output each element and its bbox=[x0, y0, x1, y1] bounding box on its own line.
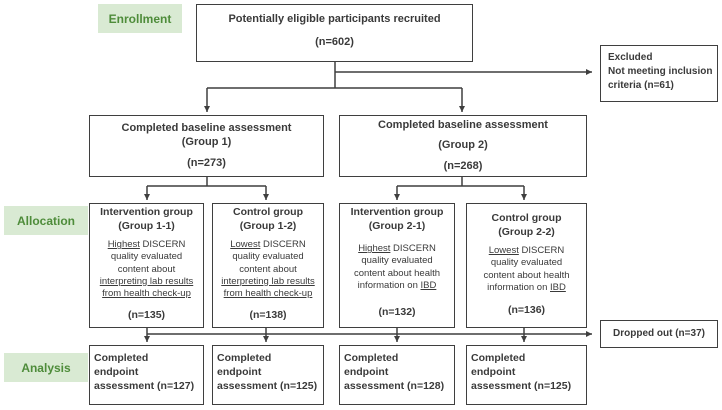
group-1-1-desc-5: from health check-up bbox=[102, 287, 191, 299]
recruited-box: Potentially eligible participants recrui… bbox=[196, 4, 473, 62]
group-2-1-desc-2: quality evaluated bbox=[361, 255, 433, 267]
group-2-2-sub: (Group 2-2) bbox=[498, 225, 555, 238]
completed-3-line-3: assessment (n=128) bbox=[344, 380, 445, 393]
group-1-1-desc-3: content about bbox=[117, 263, 176, 275]
group-2-1-desc-4: information on bbox=[357, 279, 421, 291]
excluded-line-2: Not meeting inclusion bbox=[608, 66, 713, 77]
group-2-1-n: (n=132) bbox=[378, 305, 416, 318]
stage-analysis: Analysis bbox=[4, 353, 88, 382]
group-1-2-n: (n=138) bbox=[249, 309, 287, 322]
group-2-2-ibd: IBD bbox=[550, 281, 566, 293]
group-2-2-desc-4: information on bbox=[487, 281, 550, 293]
completed-2-line-2: endpoint bbox=[217, 366, 262, 379]
group-2-1-desc-3: content about health bbox=[353, 267, 441, 279]
group-1-1-desc-2: quality evaluated bbox=[110, 251, 183, 263]
group2-box: Completed baseline assessment (Group 2) … bbox=[339, 115, 587, 177]
group2-n: (n=268) bbox=[443, 159, 483, 172]
group-2-2-quality-level: Lowest bbox=[488, 245, 519, 257]
group-1-1-discern: DISCERN bbox=[139, 239, 186, 251]
completed-2-line-3: assessment (n=125) bbox=[217, 380, 318, 393]
excluded-box: Excluded Not meeting inclusion criteria … bbox=[600, 45, 718, 102]
completed-2-line-1: Completed bbox=[217, 352, 272, 364]
excluded-line-3: criteria (n=61) bbox=[608, 80, 674, 91]
completed-box-1: Completed endpoint assessment (n=127) bbox=[89, 345, 204, 405]
completed-box-3: Completed endpoint assessment (n=128) bbox=[339, 345, 455, 405]
recruited-title: Potentially eligible participants recrui… bbox=[228, 13, 441, 25]
dropped-out-box: Dropped out (n=37) bbox=[600, 320, 718, 348]
group-1-2-quality-level: Lowest bbox=[230, 239, 261, 251]
completed-3-line-1: Completed bbox=[344, 352, 399, 364]
stage-enrollment: Enrollment bbox=[98, 4, 182, 33]
group-2-1-ibd: IBD bbox=[420, 279, 437, 291]
completed-4-line-2: endpoint bbox=[471, 366, 516, 379]
recruited-n: (n=602) bbox=[315, 36, 354, 49]
group-2-2-desc-2: quality evaluated bbox=[490, 257, 563, 269]
completed-1-line-3: assessment (n=127) bbox=[94, 380, 195, 393]
group-1-2-title: Control group bbox=[233, 206, 303, 218]
group2-line-2: (Group 2) bbox=[438, 139, 488, 152]
group-1-2-sub: (Group 1-2) bbox=[239, 219, 297, 232]
group-2-2-desc-3: content about health bbox=[483, 269, 570, 281]
group-2-1-box: Intervention group (Group 2-1) Highest D… bbox=[339, 203, 455, 328]
group-1-2-desc-4: interpreting lab results bbox=[221, 275, 315, 287]
group-1-2-desc-2: quality evaluated bbox=[232, 251, 304, 263]
group1-n: (n=273) bbox=[187, 156, 226, 169]
group-2-1-quality-level: Highest bbox=[358, 243, 391, 255]
group-1-2-box: Control group (Group 1-2) Lowest DISCERN… bbox=[212, 203, 324, 328]
completed-box-4: Completed endpoint assessment (n=125) bbox=[466, 345, 587, 405]
group-1-2-desc-3: content about bbox=[239, 263, 297, 275]
group1-line-2: (Group 1) bbox=[181, 136, 232, 149]
stage-allocation: Allocation bbox=[4, 206, 88, 235]
group2-line-1: Completed baseline assessment bbox=[378, 119, 548, 131]
group-2-1-title: Intervention group bbox=[350, 206, 444, 218]
completed-1-line-2: endpoint bbox=[94, 366, 139, 379]
completed-4-line-1: Completed bbox=[471, 352, 526, 364]
completed-1-line-1: Completed bbox=[94, 352, 149, 364]
group-1-1-n: (n=135) bbox=[127, 309, 166, 322]
group-1-2-desc-5: from health check-up bbox=[223, 287, 313, 299]
excluded-line-1: Excluded bbox=[608, 52, 653, 63]
completed-box-2: Completed endpoint assessment (n=125) bbox=[212, 345, 324, 405]
completed-4-line-3: assessment (n=125) bbox=[471, 380, 572, 393]
group-1-1-box: Intervention group (Group 1-1) Highest D… bbox=[89, 203, 204, 328]
group-2-2-title: Control group bbox=[491, 212, 562, 224]
group-1-1-quality-level: Highest bbox=[107, 239, 140, 251]
group-1-1-title: Intervention group bbox=[100, 206, 193, 218]
group-1-1-desc-4: interpreting lab results bbox=[99, 275, 194, 287]
group-2-2-discern: DISCERN bbox=[518, 245, 565, 257]
group-2-1-discern: DISCERN bbox=[390, 243, 436, 255]
group-1-1-sub: (Group 1-1) bbox=[118, 219, 175, 232]
group1-box: Completed baseline assessment (Group 1) … bbox=[89, 115, 324, 177]
group-1-2-discern: DISCERN bbox=[260, 239, 306, 251]
group-2-1-sub: (Group 2-1) bbox=[368, 219, 426, 232]
group-2-2-box: Control group (Group 2-2) Lowest DISCERN… bbox=[466, 203, 587, 328]
completed-3-line-2: endpoint bbox=[344, 366, 389, 379]
group-2-2-n: (n=136) bbox=[507, 303, 546, 316]
group1-line-1: Completed baseline assessment bbox=[121, 122, 292, 134]
